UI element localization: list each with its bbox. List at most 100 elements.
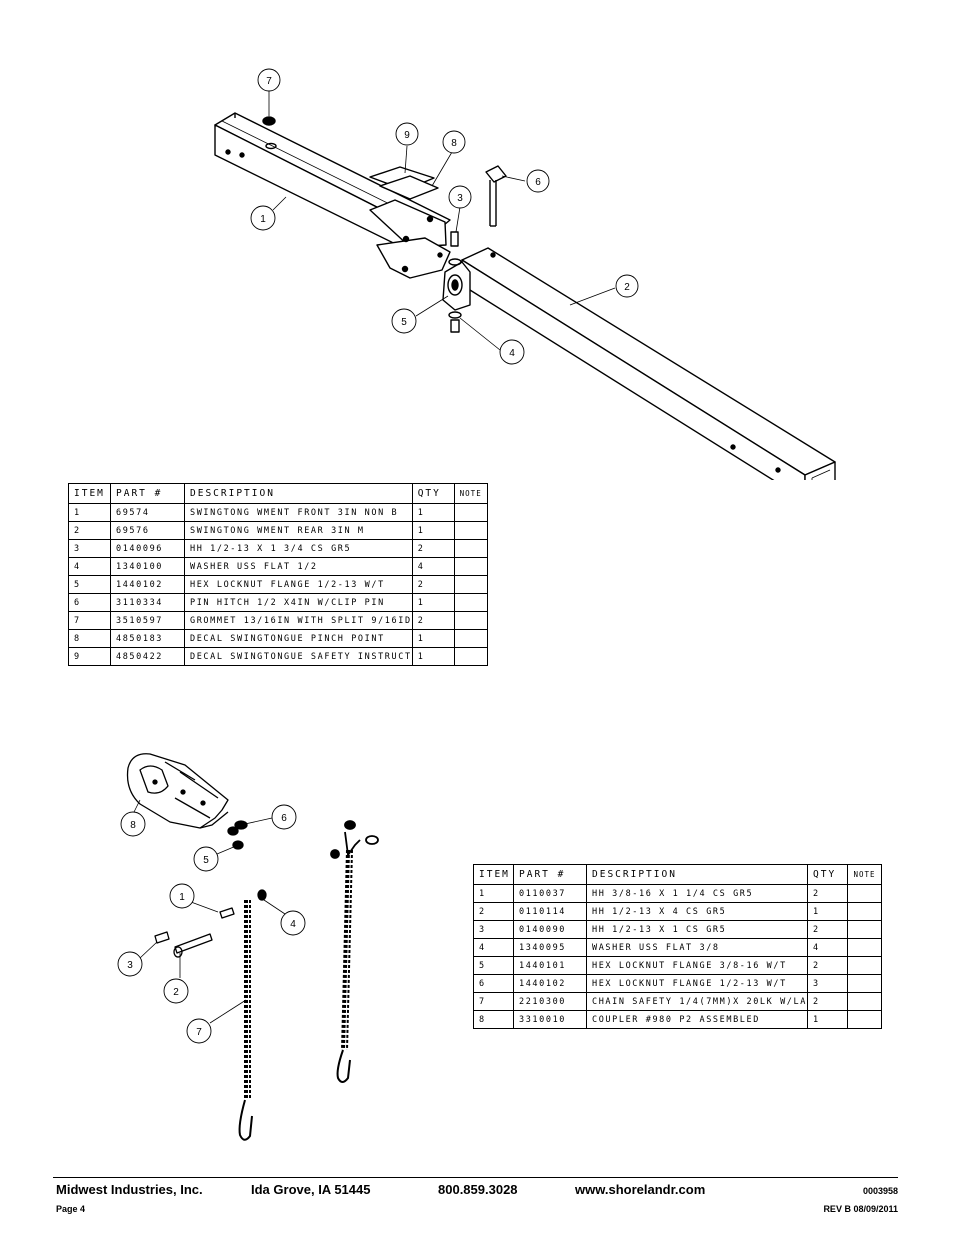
table-header-row: ITEM PART # DESCRIPTION QTY NOTE xyxy=(473,864,882,885)
svg-text:3: 3 xyxy=(457,193,463,204)
balloon-item-8: 8 xyxy=(120,811,146,837)
footer-phone: 800.859.3028 xyxy=(438,1182,518,1197)
cell-item: 2 xyxy=(68,521,111,540)
col-note: NOTE xyxy=(847,864,882,885)
cell-note xyxy=(453,593,488,612)
cell-description: SWINGTONG WMENT FRONT 3IN NON B xyxy=(184,503,413,522)
balloon-item-4: 4 xyxy=(499,339,525,365)
cell-note xyxy=(847,938,882,957)
cell-qty: 1 xyxy=(807,902,848,921)
cell-part: 3510597 xyxy=(110,611,185,630)
swing-tongue-drawing: 7 9 8 6 3 1 2 5 4 xyxy=(214,68,836,480)
cell-description: HEX LOCKNUT FLANGE 3/8-16 W/T xyxy=(586,956,808,975)
col-qty: QTY xyxy=(411,483,455,504)
balloon-item-7: 7 xyxy=(186,1018,212,1044)
svg-text:6: 6 xyxy=(535,177,541,188)
balloon-item-3: 3 xyxy=(448,185,472,209)
cell-description: WASHER USS FLAT 3/8 xyxy=(586,938,808,957)
svg-text:5: 5 xyxy=(401,317,407,328)
svg-text:4: 4 xyxy=(509,348,515,359)
cell-part: 3310010 xyxy=(513,1010,587,1029)
cell-qty: 2 xyxy=(411,575,455,594)
cell-note xyxy=(453,629,488,648)
svg-text:8: 8 xyxy=(130,820,136,831)
cell-item: 6 xyxy=(473,974,514,993)
cell-qty: 1 xyxy=(411,629,455,648)
balloon-item-4: 4 xyxy=(280,910,306,936)
footer-website[interactable]: www.shorelandr.com xyxy=(575,1182,706,1197)
cell-part: 0110037 xyxy=(513,884,587,903)
cell-note xyxy=(847,974,882,993)
col-part: PART # xyxy=(513,864,587,885)
cell-part: 1340100 xyxy=(110,557,185,576)
cell-part: 0140090 xyxy=(513,920,587,939)
cell-description: GROMMET 13/16IN WITH SPLIT 9/16ID xyxy=(184,611,413,630)
col-item: ITEM xyxy=(68,483,111,504)
svg-text:8: 8 xyxy=(451,138,457,149)
col-note: NOTE xyxy=(453,483,488,504)
cell-description: CHAIN SAFETY 1/4(7MM)X 20LK W/LA xyxy=(586,992,808,1011)
cell-part: 1440102 xyxy=(513,974,587,993)
cell-item: 1 xyxy=(473,884,514,903)
col-part: PART # xyxy=(110,483,185,504)
cell-description: HH 1/2-13 X 1 CS GR5 xyxy=(586,920,808,939)
cell-qty: 1 xyxy=(411,647,455,666)
cell-qty: 2 xyxy=(807,992,848,1011)
cell-qty: 4 xyxy=(411,557,455,576)
footer-doc-number: 0003958 xyxy=(862,1186,898,1196)
cell-part: 4850183 xyxy=(110,629,185,648)
cell-note xyxy=(453,611,488,630)
cell-part: 3110334 xyxy=(110,593,185,612)
coupler-chain-drawing: 8 6 5 1 4 3 2 7 xyxy=(117,753,379,1141)
cell-description: HEX LOCKNUT FLANGE 1/2-13 W/T xyxy=(184,575,413,594)
balloon-item-2: 2 xyxy=(615,274,639,298)
cell-qty: 1 xyxy=(411,503,455,522)
cell-description: DECAL SWINGTONGUE SAFETY INSTRUCT xyxy=(184,647,413,666)
cell-note xyxy=(453,539,488,558)
col-description: DESCRIPTION xyxy=(184,483,413,504)
cell-qty: 1 xyxy=(411,521,455,540)
balloon-item-5: 5 xyxy=(391,308,417,334)
cell-note xyxy=(453,521,488,540)
cell-part: 2210300 xyxy=(513,992,587,1011)
right-chain-part xyxy=(330,820,379,1083)
cell-qty: 2 xyxy=(411,611,455,630)
cell-part: 69576 xyxy=(110,521,185,540)
cell-item: 7 xyxy=(473,992,514,1011)
leader-lines xyxy=(133,799,286,1024)
footer-location: Ida Grove, IA 51445 xyxy=(251,1182,371,1197)
footer-page-number: Page 4 xyxy=(56,1204,86,1214)
col-item: ITEM xyxy=(473,864,514,885)
cell-description: HEX LOCKNUT FLANGE 1/2-13 W/T xyxy=(586,974,808,993)
cell-item: 4 xyxy=(473,938,514,957)
cell-qty: 2 xyxy=(807,956,848,975)
cell-qty: 2 xyxy=(807,884,848,903)
cell-item: 9 xyxy=(68,647,111,666)
cell-item: 1 xyxy=(68,503,111,522)
col-qty: QTY xyxy=(807,864,848,885)
cell-note xyxy=(453,647,488,666)
cell-note xyxy=(847,902,882,921)
cell-qty: 2 xyxy=(807,920,848,939)
cell-qty: 1 xyxy=(411,593,455,612)
cell-description: HH 1/2-13 X 4 CS GR5 xyxy=(586,902,808,921)
hinge-bracket-part xyxy=(442,261,471,311)
cell-note xyxy=(453,575,488,594)
cell-part: 69574 xyxy=(110,503,185,522)
cell-note xyxy=(847,1010,882,1029)
